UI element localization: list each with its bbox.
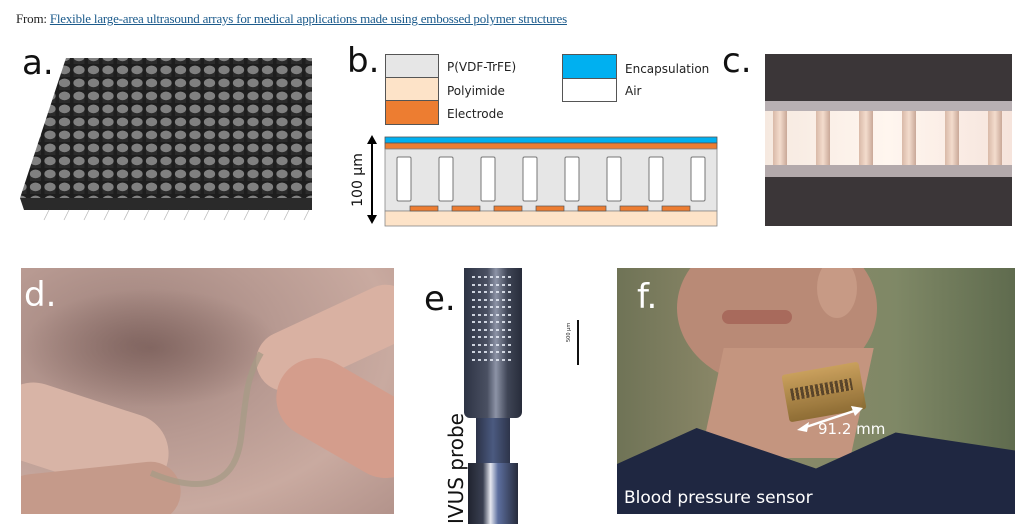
dimension-arrow [797, 406, 863, 432]
micrograph-bottom-band [765, 165, 1012, 177]
panel-f-label: f. [637, 277, 658, 317]
transducer-ring [472, 276, 514, 278]
pvdf-layer [384, 148, 718, 212]
grid-legs [43, 209, 310, 221]
legend-label-pvdf: P(VDF-TrFE) [447, 60, 517, 74]
panel-c-micrograph [765, 54, 1012, 226]
bottom-electrode [409, 205, 439, 212]
polyimide-layer [384, 210, 718, 227]
probe-shaft [468, 463, 518, 524]
air-cavity [438, 156, 454, 202]
transducer-ring [472, 298, 514, 301]
micrograph-wall [773, 111, 787, 165]
scale-bar-500um [577, 320, 579, 365]
scale-bar-label: 500 µm [566, 322, 572, 342]
air-cavity [480, 156, 496, 202]
probe-neck [476, 418, 510, 463]
air-cavity [522, 156, 538, 202]
panel-b-label: b. [347, 41, 380, 81]
bottom-electrodes [409, 205, 691, 212]
legend-swatch-electrode [385, 100, 439, 125]
ivus-probe-caption: IVUS probe [444, 413, 468, 524]
air-cavity [564, 156, 580, 202]
transducer-ring [472, 283, 514, 286]
scale-arrow-100um [367, 135, 377, 224]
transducer-ring [472, 358, 514, 361]
micrograph-top-band [765, 101, 1012, 111]
micrograph-wall [859, 111, 873, 165]
legend-swatch-pvdf [385, 54, 439, 78]
air-cavity [690, 156, 706, 202]
bottom-electrode [661, 205, 691, 212]
micrograph-wall [902, 111, 916, 165]
micrograph-wall [816, 111, 830, 165]
legend-label-electrode: Electrode [447, 107, 504, 121]
micrograph-cavity-band [765, 111, 1012, 165]
bottom-electrode [619, 205, 649, 212]
article-link[interactable]: Flexible large-area ultrasound arrays fo… [49, 11, 567, 26]
legend-swatch-polyimide [385, 77, 439, 101]
transducer-ring [472, 343, 514, 346]
bottom-electrode [493, 205, 523, 212]
legend-label-encapsulation: Encapsulation [625, 62, 710, 76]
panel-b-cross-section: 100 µm [350, 135, 718, 227]
bottom-electrode [577, 205, 607, 212]
from-label: From: [16, 11, 47, 26]
transducer-ring [472, 291, 514, 293]
pillar-grid [20, 58, 312, 198]
air-cavity [648, 156, 664, 202]
air-cavities [396, 156, 706, 202]
panel-a-label: a. [22, 43, 54, 83]
panel-e-ivus-probe [458, 268, 528, 524]
air-cavity [396, 156, 412, 202]
transducer-ring [472, 328, 514, 331]
bottom-electrode [451, 205, 481, 212]
dimension-label: 91.2 mm [818, 420, 886, 438]
encapsulation-layer [384, 136, 718, 144]
legend-label-air: Air [625, 84, 642, 98]
panel-d-label: d. [24, 275, 57, 315]
panel-d-photo: d. [21, 268, 394, 514]
transducer-rings [464, 268, 522, 378]
scale-label-100um: 100 µm [350, 153, 366, 207]
panel-a-pillar-array [20, 58, 312, 221]
probe-transducer-section [464, 268, 522, 418]
panel-c-label: c. [722, 41, 752, 81]
flexible-film [149, 351, 264, 487]
figure-source-line: From: Flexible large-area ultrasound arr… [16, 11, 567, 27]
panel-e-label: e. [424, 279, 456, 319]
transducer-ring [472, 306, 514, 308]
micrograph-wall [945, 111, 959, 165]
legend-swatch-air [562, 78, 617, 102]
legend-swatch-encapsulation [562, 54, 617, 79]
transducer-ring [472, 351, 514, 353]
transducer-ring [472, 336, 514, 338]
air-cavity [606, 156, 622, 202]
panel-f-photo: 91.2 mm Blood pressure sensor f. [617, 268, 1015, 514]
bottom-electrode [535, 205, 565, 212]
top-electrode-layer [384, 142, 718, 150]
legend-label-polyimide: Polyimide [447, 84, 505, 98]
blood-pressure-caption: Blood pressure sensor [624, 488, 813, 508]
micrograph-wall [988, 111, 1002, 165]
transducer-ring [472, 321, 514, 323]
transducer-ring [472, 313, 514, 316]
